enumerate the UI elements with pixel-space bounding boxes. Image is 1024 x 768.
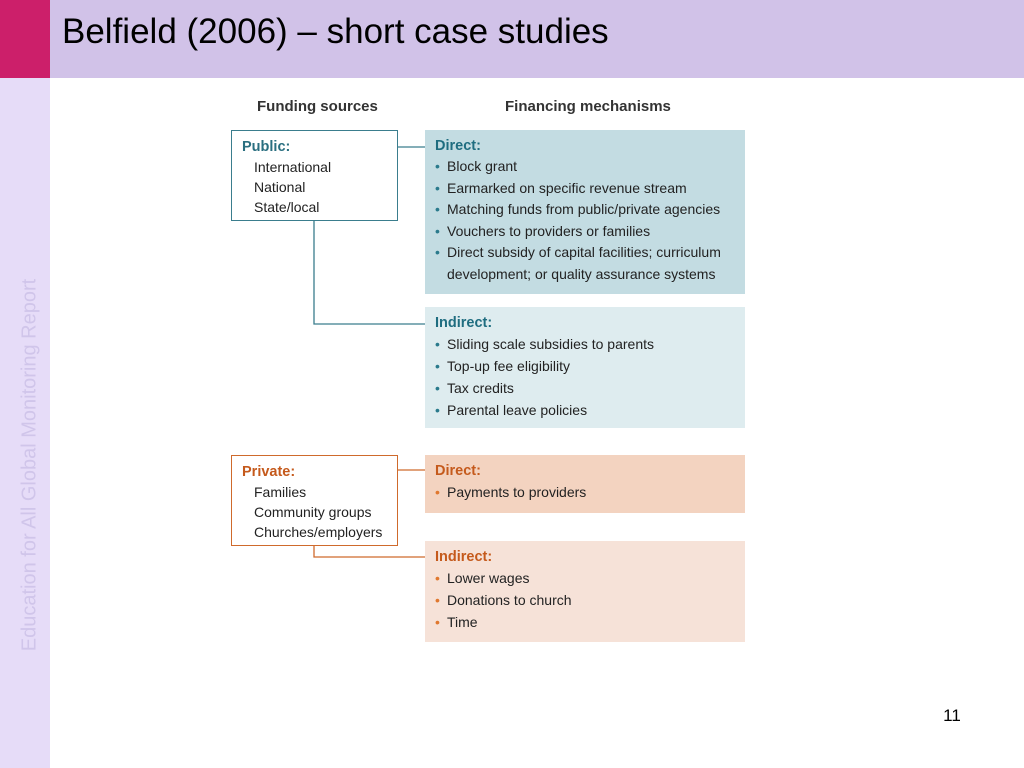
mechanism-item: Time [435, 611, 735, 633]
private-source-item: Churches/employers [254, 524, 383, 540]
public-source-item: National [254, 179, 306, 195]
private-indirect-connector [313, 546, 425, 558]
public-source-box: Public: International National State/loc… [231, 130, 398, 221]
public-direct-heading: Direct: [435, 138, 481, 154]
funding-sources-heading: Funding sources [257, 98, 378, 115]
public-direct-box: Direct: Block grant Earmarked on specifi… [425, 130, 745, 294]
mechanism-item: Earmarked on specific revenue stream [435, 178, 735, 200]
private-source-box: Private: Families Community groups Churc… [231, 455, 398, 546]
public-source-item: State/local [254, 199, 320, 215]
private-heading: Private: [242, 464, 296, 480]
mechanism-item: Block grant [435, 156, 735, 178]
mechanism-item: Direct subsidy of capital facilities; cu… [435, 242, 735, 285]
mechanism-item: Matching funds from public/private agenc… [435, 199, 735, 221]
financing-mechanisms-heading: Financing mechanisms [505, 98, 671, 115]
mechanism-item: Payments to providers [435, 481, 735, 503]
mechanism-item: Tax credits [435, 377, 735, 399]
private-indirect-heading: Indirect: [435, 549, 493, 565]
mechanism-item: Vouchers to providers or families [435, 221, 735, 243]
title-accent-block [0, 0, 50, 78]
page-number: 11 [943, 706, 961, 725]
mechanism-item: Sliding scale subsidies to parents [435, 333, 735, 355]
title-band [50, 0, 1024, 78]
slide-title: Belfield (2006) – short case studies [62, 12, 609, 51]
public-source-item: International [254, 159, 332, 175]
public-indirect-connector [313, 221, 425, 325]
public-indirect-box: Indirect: Sliding scale subsidies to par… [425, 307, 745, 428]
mechanism-item: Parental leave policies [435, 399, 735, 421]
private-source-item: Community groups [254, 504, 372, 520]
mechanism-item: Donations to church [435, 589, 735, 611]
mechanism-item: Lower wages [435, 567, 735, 589]
slide-sidebar [0, 0, 50, 768]
private-source-item: Families [254, 484, 307, 500]
public-heading: Public: [242, 139, 291, 155]
private-indirect-box: Indirect: Lower wages Donations to churc… [425, 541, 745, 642]
private-direct-heading: Direct: [435, 463, 481, 479]
public-indirect-heading: Indirect: [435, 315, 493, 331]
private-direct-box: Direct: Payments to providers [425, 455, 745, 513]
mechanism-item: Top-up fee eligibility [435, 355, 735, 377]
